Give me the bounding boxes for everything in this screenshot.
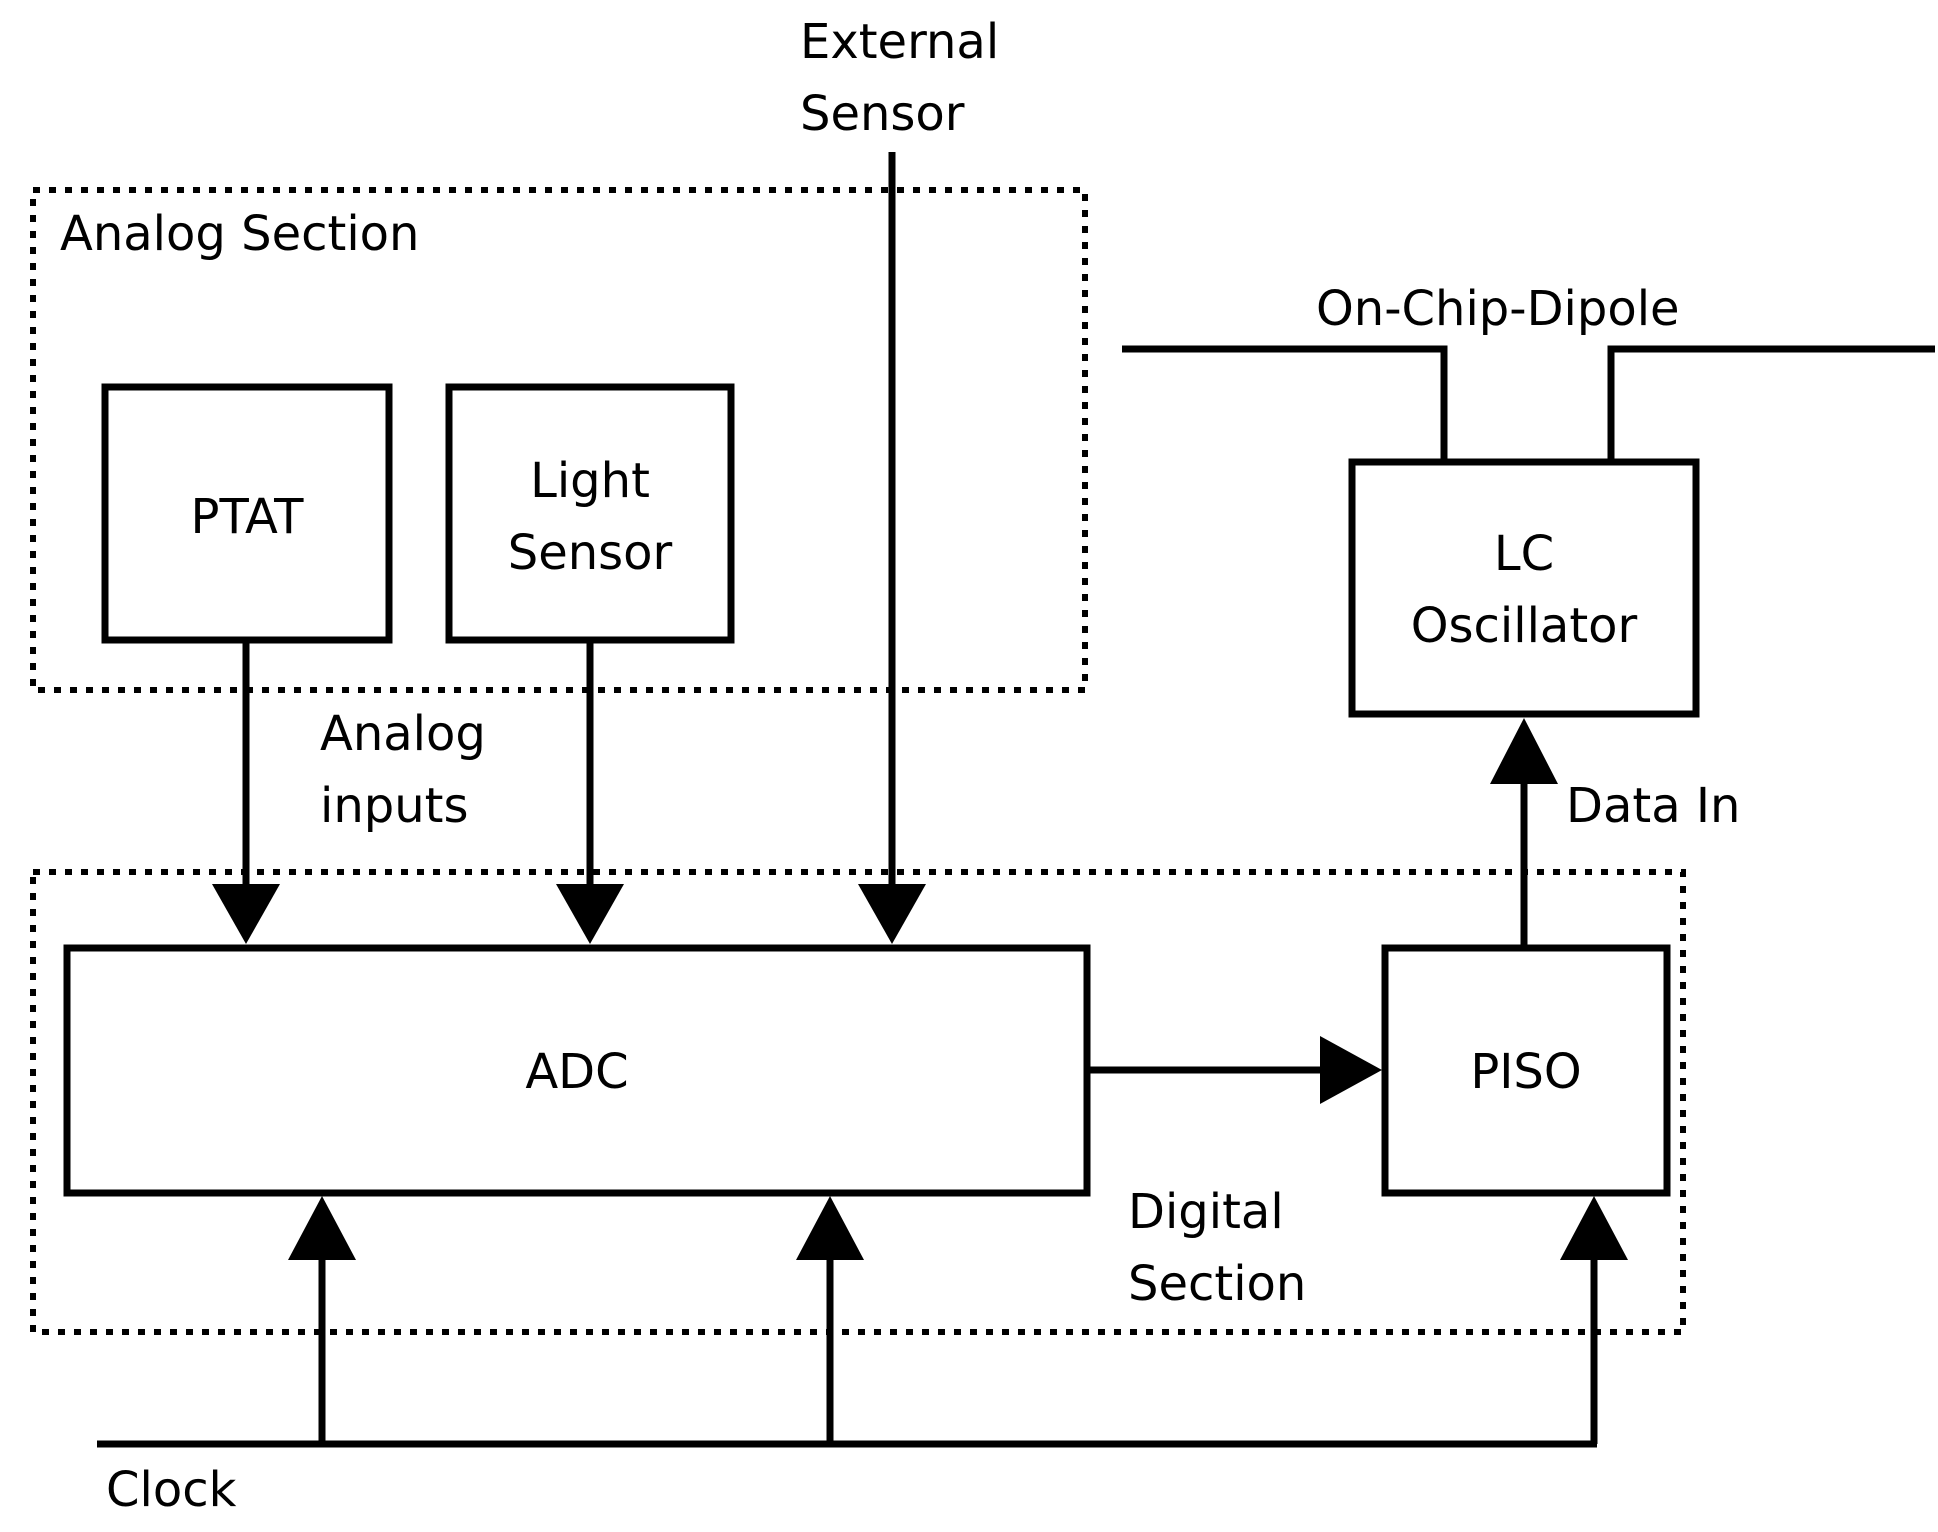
digital-section-label-line2: Section — [1128, 1256, 1306, 1312]
lc-oscillator-label-line2: Oscillator — [1411, 598, 1638, 654]
adc-to-piso-arrow-head — [1320, 1036, 1382, 1104]
data-in-arrow-head — [1490, 718, 1558, 784]
clock-adc-arrow-head-2 — [796, 1196, 864, 1260]
lc-oscillator-label-line1: LC — [1494, 526, 1554, 582]
clock-adc-arrow-head-1 — [288, 1196, 356, 1260]
digital-section-boundary — [30, 869, 1686, 1335]
adc-block — [63, 944, 1091, 1197]
external-sensor-label-line2: Sensor — [800, 86, 965, 142]
analog-inputs-label-line1: Analog — [320, 706, 486, 762]
on-chip-dipole-label: On-Chip-Dipole — [1316, 281, 1680, 337]
clock-label: Clock — [106, 1462, 237, 1518]
piso-label: PISO — [1470, 1044, 1581, 1100]
external-sensor-arrow-head — [858, 884, 926, 944]
light-sensor-label-line2: Sensor — [508, 525, 673, 581]
dipole-left-arm — [1122, 345, 1448, 462]
light-sensor-block — [445, 383, 735, 644]
lc-oscillator-block — [1348, 458, 1700, 718]
dipole-right-arm — [1607, 345, 1935, 462]
light-sensor-label-line1: Light — [530, 453, 650, 509]
analog-section-label: Analog Section — [60, 206, 419, 262]
piso-block — [1381, 944, 1671, 1197]
ptat-arrow-head — [212, 884, 280, 944]
light-sensor-arrow-head — [556, 884, 624, 944]
ptat-block — [101, 383, 393, 644]
analog-inputs-label-line2: inputs — [320, 778, 468, 834]
data-in-label: Data In — [1566, 778, 1740, 834]
analog-section-boundary — [30, 187, 1088, 693]
clock-piso-arrow-head — [1560, 1196, 1628, 1260]
digital-section-label-line1: Digital — [1128, 1184, 1284, 1240]
external-sensor-label-line1: External — [800, 14, 999, 70]
adc-label: ADC — [525, 1044, 628, 1100]
ptat-label: PTAT — [191, 489, 305, 545]
